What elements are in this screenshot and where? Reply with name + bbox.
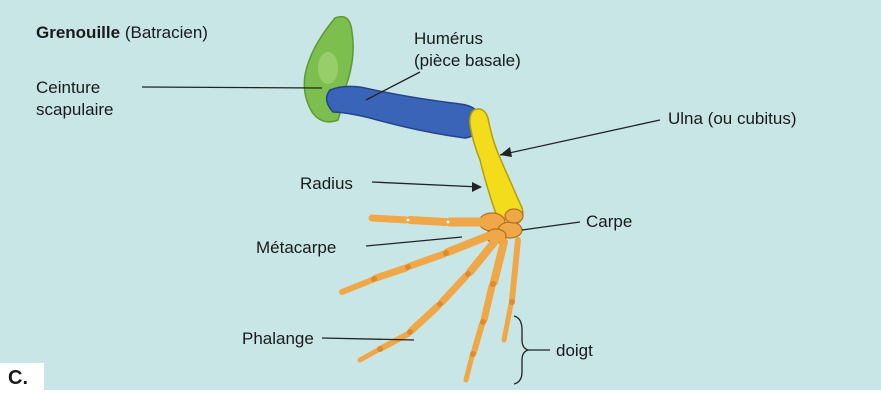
doigt-brace — [514, 316, 528, 384]
label-radius: Radius — [300, 173, 353, 194]
label-doigt: doigt — [556, 340, 593, 361]
label-humerus-line2: (pièce basale) — [414, 50, 521, 71]
label-humerus-line1: Humérus — [414, 28, 483, 49]
title-species: Grenouille — [36, 23, 120, 42]
hand-skeleton — [342, 209, 523, 380]
label-metacarpe: Métacarpe — [256, 237, 336, 258]
panel-tag: C. — [0, 363, 44, 393]
label-carpe: Carpe — [586, 211, 632, 232]
carpe-bone — [505, 209, 523, 223]
label-ceinture-line2: scapulaire — [36, 99, 114, 120]
radius-leader — [372, 182, 480, 187]
diagram-title: Grenouille (Batracien) — [36, 22, 208, 43]
humerus-shape — [327, 86, 480, 138]
ulna-leader — [500, 120, 660, 155]
ceinture-leader — [142, 87, 322, 88]
label-phalange: Phalange — [242, 328, 314, 349]
metacarpe-leader — [366, 237, 462, 246]
label-ceinture-line1: Ceinture — [36, 77, 100, 98]
carpe-leader — [522, 222, 580, 230]
label-ulna: Ulna (ou cubitus) — [668, 108, 797, 129]
title-group: (Batracien) — [125, 23, 208, 42]
